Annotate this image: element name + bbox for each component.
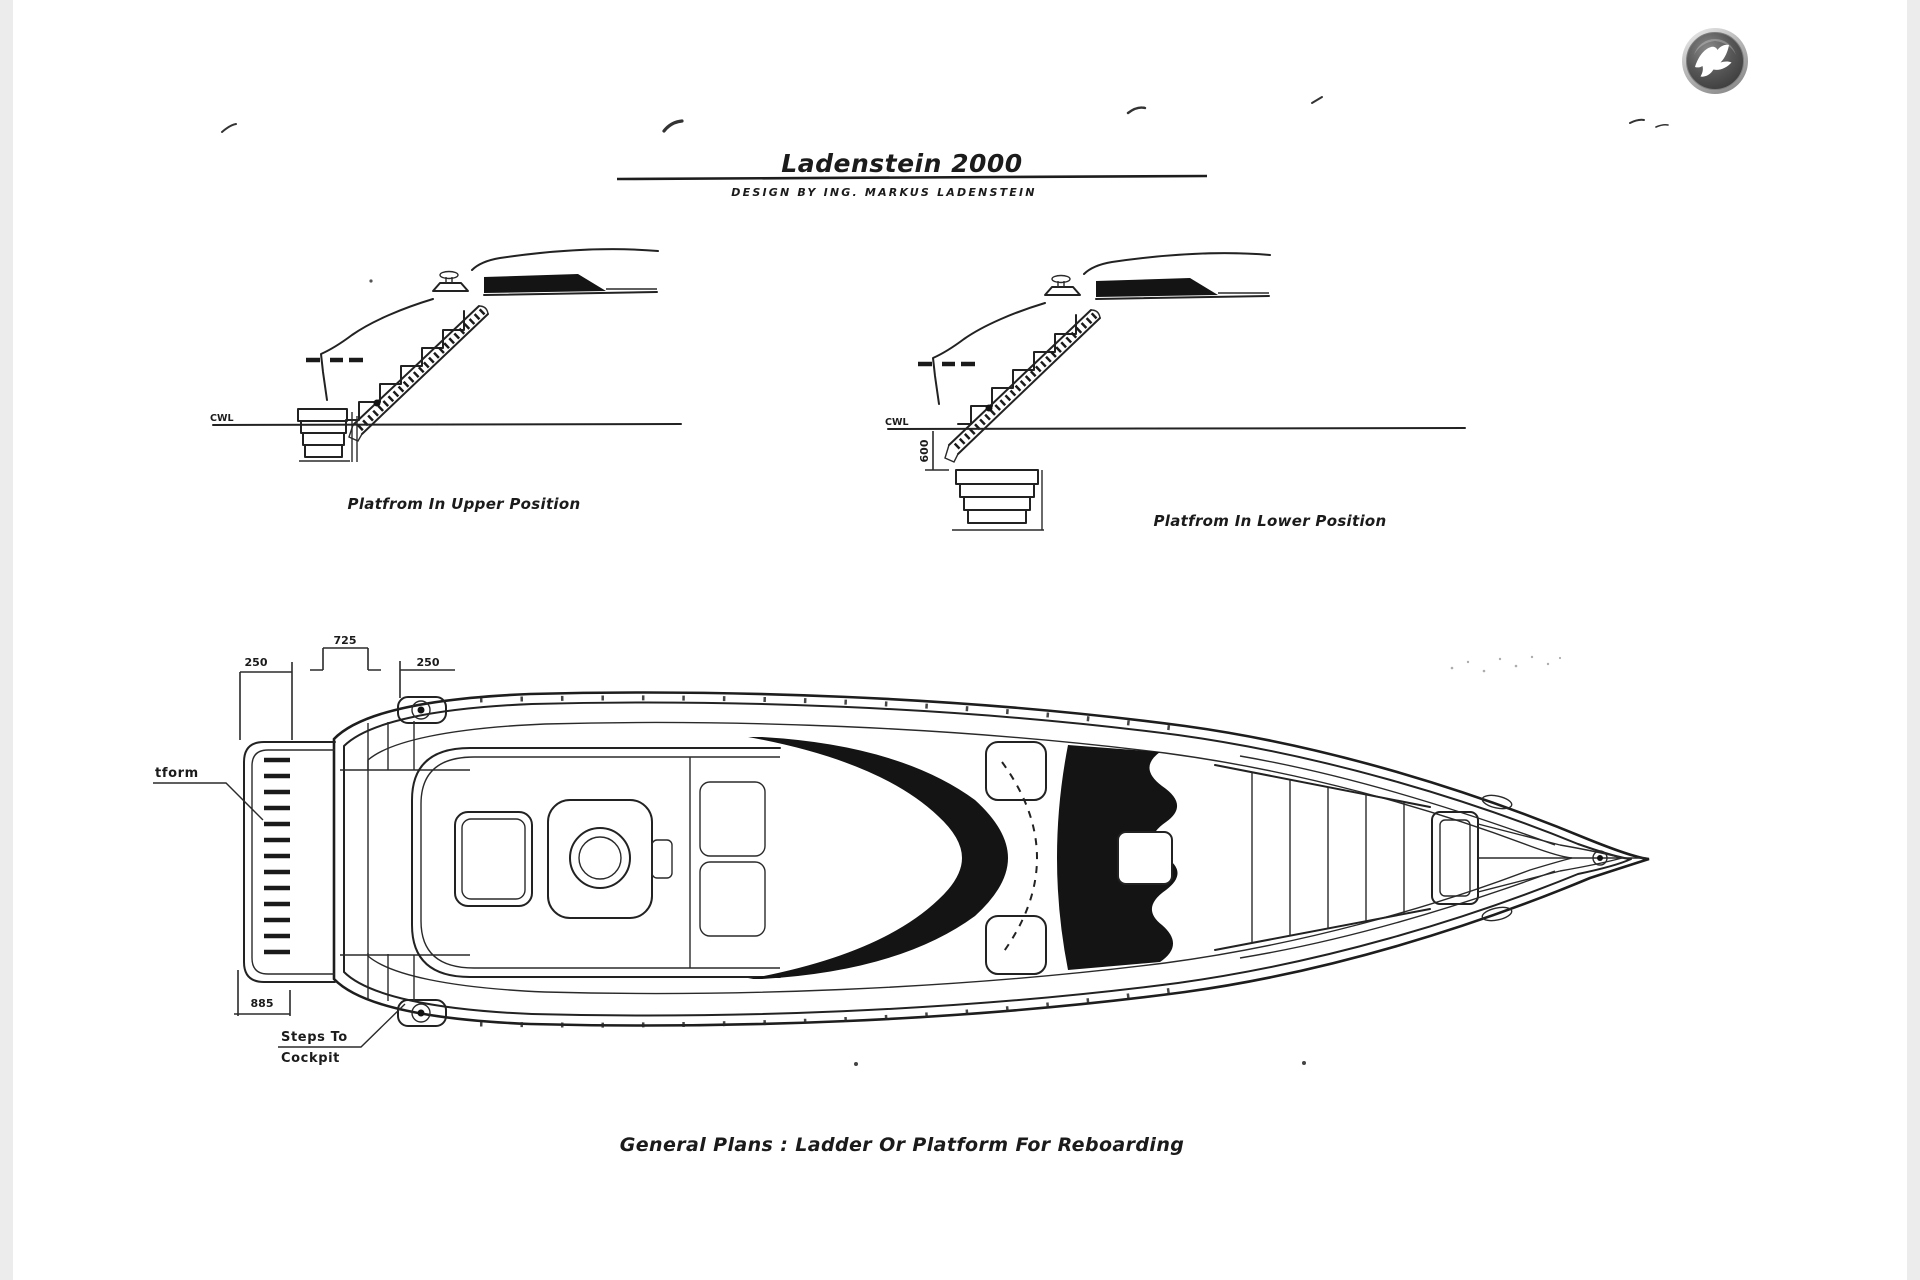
site-logo[interactable] — [1681, 27, 1749, 95]
dimension-250-right: 250 — [399, 656, 455, 698]
upper-view-caption: Platfrom In Upper Position — [348, 495, 581, 513]
deck-line — [1095, 295, 1270, 300]
hull-stern-profile — [932, 302, 1046, 405]
dimension-250-left: 250 — [239, 656, 293, 740]
deck-sheer-line — [471, 248, 659, 271]
boarding-ladder-extended — [944, 309, 1101, 463]
foredeck-panels — [1214, 764, 1431, 951]
hardtop-shadow — [484, 274, 606, 293]
dim-600: 600 — [918, 439, 931, 462]
seagull-icon — [1682, 28, 1748, 94]
stern-fairlead-bottom — [397, 999, 447, 1027]
lower-view-caption: Platfrom In Lower Position — [1154, 512, 1387, 530]
dimension-725: 725 — [310, 634, 381, 671]
stair-steps — [957, 314, 1077, 425]
side-step-pad-bottom — [985, 915, 1047, 975]
waterline-upper — [212, 423, 682, 426]
hull-stern-profile — [320, 298, 434, 401]
dimension-885: 885 — [234, 970, 291, 1016]
deck-cleat — [1044, 274, 1081, 296]
platform-callout: tform — [153, 766, 264, 821]
stern-fairlead-top — [397, 696, 447, 724]
deckhouse-inner — [420, 756, 780, 969]
stern-steps — [297, 408, 358, 462]
side-step-pad-top — [985, 741, 1047, 801]
deckhouse-outline — [411, 747, 781, 978]
side-view-upper-position: CWL Platfrom In Upper Position — [210, 248, 682, 513]
stern-steps-lowered — [952, 469, 1044, 531]
dim-250-right: 250 — [417, 656, 440, 669]
page-right-margin — [1907, 0, 1920, 1280]
mast-base-hatch — [1117, 831, 1173, 885]
helm-station — [547, 799, 673, 919]
dim-725: 725 — [334, 634, 357, 647]
side-view-lower-position: CWL 600 Platfrom In Lower Position — [885, 252, 1466, 531]
steps-to-cockpit-callout: Steps To Cockpit — [278, 1003, 406, 1066]
platform-label: tform — [155, 766, 199, 781]
deck-line — [483, 291, 658, 296]
cockpit-seats — [689, 757, 766, 968]
hardtop-shadow — [1096, 278, 1218, 297]
cwl-label-upper: CWL — [210, 413, 234, 424]
depth-dimension-600: 600 — [918, 431, 949, 471]
swim-platform — [243, 741, 336, 983]
page-left-margin — [0, 0, 13, 1280]
dim-885: 885 — [251, 997, 274, 1010]
platform-rungs — [264, 757, 290, 955]
transom-gate-bottom — [340, 953, 470, 1002]
canvas-dashed-arc — [1001, 761, 1038, 955]
cockpit-label: Cockpit — [281, 1051, 340, 1066]
title-block: Ladenstein 2000 DESIGN BY ING. MARKUS LA… — [616, 149, 1208, 199]
deck-sheer-line — [1083, 252, 1271, 275]
hull-outline-inner — [343, 701, 1632, 1017]
cockpit-hatch — [454, 811, 533, 907]
footer-caption: General Plans : Ladder Or Platform For R… — [620, 1134, 1185, 1156]
waterline-lower — [887, 427, 1466, 430]
boarding-ladder — [348, 305, 489, 442]
anchor-locker — [1431, 811, 1479, 905]
plan-view: 250 725 250 885 tform Steps To — [153, 634, 1650, 1066]
dim-250-left: 250 — [245, 656, 268, 669]
title-underline — [616, 174, 1208, 181]
deck-cleat — [432, 270, 469, 292]
scan-artifacts — [221, 96, 1669, 1066]
page-subtitle: DESIGN BY ING. MARKUS LADENSTEIN — [731, 186, 1036, 199]
windshield-shadow — [748, 737, 1008, 979]
page-title: Ladenstein 2000 — [781, 149, 1022, 178]
steps-to-label: Steps To — [281, 1030, 348, 1045]
hull-outline-outer — [332, 691, 1650, 1027]
bow-details — [1239, 755, 1645, 959]
cwl-label-lower: CWL — [885, 417, 909, 428]
stair-steps — [345, 310, 465, 421]
transom-gate-top — [340, 721, 470, 771]
